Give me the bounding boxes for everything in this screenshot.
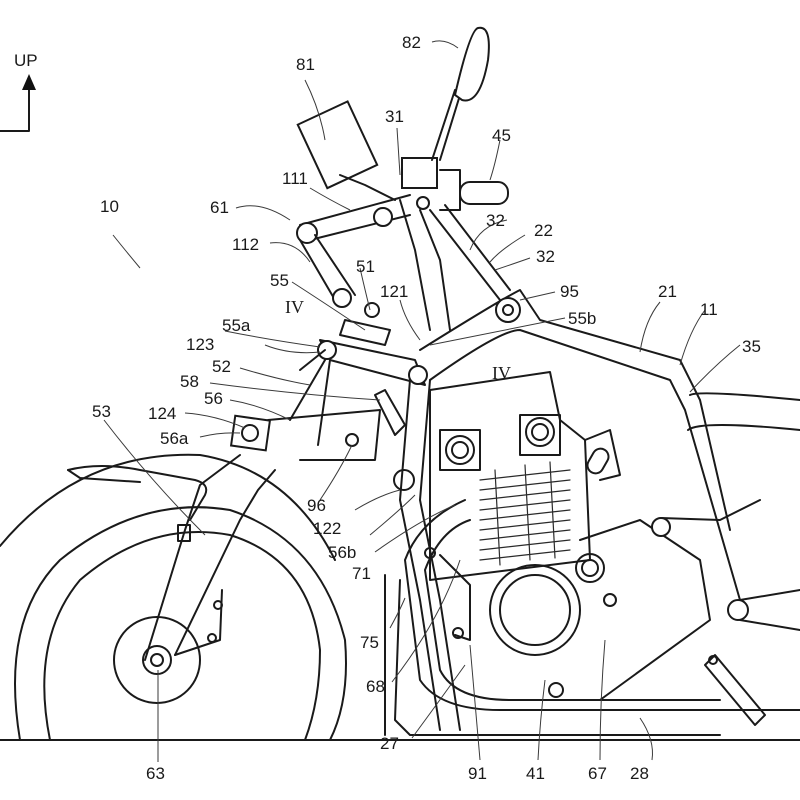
section-marker-left: IV	[285, 297, 304, 317]
ref-71: 71	[352, 564, 371, 583]
ref-121: 121	[380, 282, 409, 301]
ref-68: 68	[366, 677, 385, 696]
ref-91: 91	[468, 764, 487, 783]
ref-96: 96	[307, 496, 326, 515]
ref-55b: 55b	[568, 309, 597, 328]
ref-35: 35	[742, 337, 761, 356]
ref-45: 45	[492, 126, 511, 145]
ref-28: 28	[630, 764, 649, 783]
ref-53: 53	[92, 402, 111, 421]
ref-58: 58	[180, 372, 199, 391]
ref-22: 22	[534, 221, 553, 240]
ref-61: 61	[210, 198, 229, 217]
leader-lines	[103, 40, 741, 762]
ref-32-upper: 32	[486, 211, 505, 230]
ref-56: 56	[204, 389, 223, 408]
ref-52: 52	[212, 357, 231, 376]
ref-51: 51	[356, 257, 375, 276]
exhaust-pipes	[384, 499, 800, 736]
ref-32-lower: 32	[536, 247, 555, 266]
ref-56b: 56b	[328, 543, 357, 562]
ref-56a: 56a	[160, 429, 189, 448]
steering-assembly	[296, 26, 511, 331]
ref-41: 41	[526, 764, 545, 783]
ref-31: 31	[385, 107, 404, 126]
front-fork	[144, 409, 381, 661]
ref-82: 82	[402, 33, 421, 52]
ref-122: 122	[313, 519, 342, 538]
ref-112: 112	[232, 235, 260, 254]
ref-75: 75	[360, 633, 379, 652]
ref-55a: 55a	[222, 316, 251, 335]
ref-27: 27	[380, 734, 399, 753]
ref-55: 55	[270, 271, 289, 290]
ref-123: 123	[186, 335, 215, 354]
up-arrow-icon	[0, 74, 36, 132]
ref-124: 124	[148, 404, 177, 423]
link-mechanism	[289, 302, 428, 491]
section-marker-right: IV	[492, 363, 511, 383]
ref-67: 67	[588, 764, 607, 783]
front-wheel	[0, 453, 347, 741]
ref-111: 111	[282, 169, 308, 188]
ref-95: 95	[560, 282, 579, 301]
ref-63: 63	[146, 764, 165, 783]
up-direction-label: UP	[14, 51, 38, 70]
ref-11: 11	[700, 300, 718, 319]
ref-10: 10	[100, 197, 119, 216]
ref-81: 81	[296, 55, 315, 74]
ref-21: 21	[658, 282, 677, 301]
